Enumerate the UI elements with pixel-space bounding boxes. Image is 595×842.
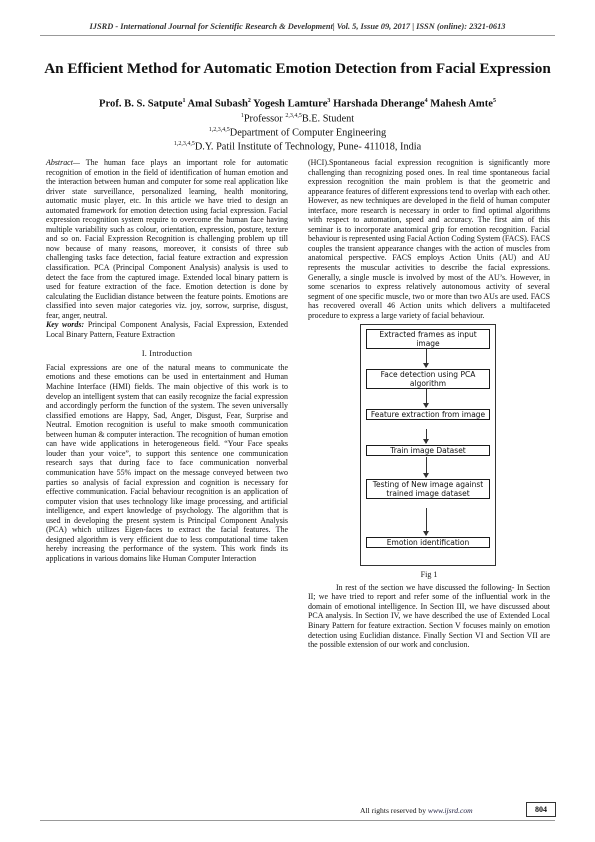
aff-sup: 1,2,3,4,5 xyxy=(208,127,230,133)
author-sup: 4 xyxy=(424,98,428,104)
figure-caption: Fig 1 xyxy=(420,570,438,580)
flowchart-figure: Extracted frames as input image Face det… xyxy=(360,324,496,567)
right-column: (HCI).Spontaneous facial expression reco… xyxy=(308,158,550,650)
author-sup: 2 xyxy=(247,98,251,104)
author-name: Amal Subash xyxy=(187,98,248,110)
aff-text: B.E. Student xyxy=(301,113,355,125)
abstract-text: The human face plays an important role f… xyxy=(46,158,288,320)
footer-divider xyxy=(40,820,555,821)
author-sup: 3 xyxy=(327,98,331,104)
section-heading-introduction: I. Introduction xyxy=(141,349,193,359)
header-divider xyxy=(40,35,555,36)
author-sup: 1 xyxy=(182,98,186,104)
keywords: Key words: Principal Component Analysis,… xyxy=(46,320,288,339)
aff-text: Professor xyxy=(243,113,286,125)
author-name: Mahesh Amte xyxy=(430,98,493,110)
page-number: 804 xyxy=(526,802,556,817)
flow-step-train-dataset: Train image Dataset xyxy=(366,445,490,457)
after-figure-paragraph: In rest of the section we have discussed… xyxy=(308,582,550,650)
affiliation-dept: 1,2,3,4,5Department of Computer Engineer… xyxy=(40,127,555,138)
abstract-label: Abstract— xyxy=(46,158,80,167)
right-paragraph: (HCI).Spontaneous facial expression reco… xyxy=(308,158,550,320)
flow-step-testing: Testing of New image against trained ima… xyxy=(366,479,490,500)
flow-arrow-icon xyxy=(423,389,429,409)
author-list: Prof. B. S. Satpute1 Amal Subash2 Yogesh… xyxy=(40,98,555,110)
flow-arrow-icon xyxy=(423,429,429,445)
author-sup: 5 xyxy=(492,98,496,104)
aff-sup: 1,2,3,4,5 xyxy=(173,141,195,147)
footer-url-link[interactable]: www.ijsrd.com xyxy=(427,806,473,815)
journal-header: IJSRD - International Journal for Scient… xyxy=(89,22,506,31)
author-name: Prof. B. S. Satpute xyxy=(99,98,183,110)
flow-arrow-icon xyxy=(423,457,429,479)
paper-title: An Efficient Method for Automatic Emotio… xyxy=(44,60,551,77)
flow-step-extract-frames: Extracted frames as input image xyxy=(366,329,490,350)
footer-rights: All rights reserved by www.ijsrd.com xyxy=(360,806,473,815)
aff-text: D.Y. Patil Institute of Technology, Pune… xyxy=(194,141,422,153)
flow-step-emotion-identification: Emotion identification xyxy=(366,537,490,549)
keywords-text: Principal Component Analysis, Facial Exp… xyxy=(46,320,288,339)
aff-text: Department of Computer Engineering xyxy=(229,127,387,139)
affiliation-institute: 1,2,3,4,5D.Y. Patil Institute of Technol… xyxy=(40,141,555,152)
affiliation-role: 1Professor 2,3,4,5B.E. Student xyxy=(40,113,555,124)
aff-sup: 2,3,4,5 xyxy=(285,113,302,119)
aff-sup: 1 xyxy=(240,113,244,119)
flow-arrow-icon xyxy=(423,349,429,369)
author-name: Harshada Dherange xyxy=(333,98,425,110)
abstract: Abstract— The human face plays an import… xyxy=(46,158,288,320)
left-column: Abstract— The human face plays an import… xyxy=(46,158,288,563)
flow-step-feature-extraction: Feature extraction from image xyxy=(366,409,490,421)
keywords-label: Key words: xyxy=(46,320,85,330)
flow-arrow-icon xyxy=(423,508,429,537)
intro-paragraph: Facial expressions are one of the natura… xyxy=(46,362,288,563)
flow-step-face-detection: Face detection using PCA algorithm xyxy=(366,369,490,390)
footer-prefix: All rights reserved by xyxy=(360,806,428,815)
author-name: Yogesh Lamture xyxy=(253,98,328,110)
